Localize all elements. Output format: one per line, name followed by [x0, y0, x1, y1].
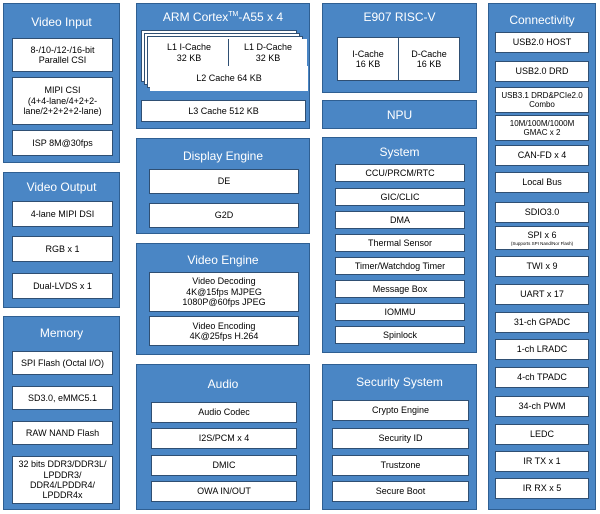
dma-block: DMA [335, 211, 465, 229]
de-block: DE [149, 169, 299, 194]
video-engine-panel: Video Engine Video Decoding 4K@15fps MJP… [136, 243, 310, 355]
dmic-block: DMIC [151, 455, 297, 476]
audio-codec-block: Audio Codec [151, 402, 297, 423]
system-title: System [379, 145, 420, 159]
ddr-block: 32 bits DDR3/DDR3L/ LPDDR3/ DDR4/LPDDR4/… [12, 456, 113, 504]
i2s-pcm-block: I2S/PCM x 4 [151, 428, 297, 449]
riscv-icache-block: I-Cache 16 KB [337, 37, 399, 81]
spi-block: SPI x 6 (Supports SPI Nand/Nor Flash) [495, 226, 589, 250]
memory-title: Memory [39, 326, 84, 340]
arm-cortex-title: ARM CortexTM-A55 x 4 [162, 10, 284, 24]
ir-rx-block: IR RX x 5 [495, 478, 589, 499]
security-panel: Security System Crypto Engine Security I… [322, 364, 477, 510]
lradc-block: 1-ch LRADC [495, 339, 589, 360]
parallel-csi-block: 8-/10-/12-/16-bit Parallel CSI [12, 38, 113, 72]
uart-block: UART x 17 [495, 284, 589, 305]
spinlock-block: Spinlock [335, 326, 465, 344]
raw-nand-block: RAW NAND Flash [12, 421, 113, 445]
gic-clic-block: GIC/CLIC [335, 188, 465, 206]
isp-block: ISP 8M@30fps [12, 130, 113, 156]
twi-block: TWI x 9 [495, 256, 589, 277]
memory-panel: Memory SPI Flash (Octal I/O) SD3.0, eMMC… [3, 316, 120, 510]
riscv-title: E907 RISC-V [363, 10, 436, 24]
thermal-sensor-block: Thermal Sensor [335, 234, 465, 252]
g2d-block: G2D [149, 203, 299, 228]
ccu-prcm-rtc-block: CCU/PRCM/RTC [335, 164, 465, 182]
mipi-csi-block: MIPI CSI (4+4-lane/4+2+2- lane/2+2+2+2-l… [12, 77, 113, 125]
riscv-panel: E907 RISC-V I-Cache 16 KB D-Cache 16 KB [322, 3, 477, 93]
secure-boot-block: Secure Boot [332, 481, 469, 502]
pwm-block: 34-ch PWM [495, 396, 589, 417]
timer-watchdog-block: Timer/Watchdog Timer [335, 257, 465, 275]
iommu-block: IOMMU [335, 303, 465, 321]
connectivity-title: Connectivity [509, 13, 575, 27]
video-output-title: Video Output [26, 180, 97, 194]
security-id-block: Security ID [332, 428, 469, 449]
dual-lvds-block: Dual-LVDS x 1 [12, 273, 113, 299]
can-fd-block: CAN-FD x 4 [495, 145, 589, 166]
video-input-title: Video Input [31, 15, 92, 29]
spi-note: (Supports SPI Nand/Nor Flash) [510, 240, 574, 246]
display-engine-panel: Display Engine DE G2D [136, 138, 310, 234]
local-bus-block: Local Bus [495, 172, 589, 193]
usb3-pcie-block: USB3.1 DRD&PCIe2.0 Combo [495, 87, 589, 113]
video-output-panel: Video Output 4-lane MIPI DSI RGB x 1 Dua… [3, 172, 120, 308]
gmac-block: 10M/100M/1000M GMAC x 2 [495, 115, 589, 141]
spi-flash-block: SPI Flash (Octal I/O) [12, 351, 113, 375]
sdio-block: SDIO3.0 [495, 202, 589, 223]
tpadc-block: 4-ch TPADC [495, 367, 589, 388]
crypto-engine-block: Crypto Engine [332, 400, 469, 421]
audio-title: Audio [207, 377, 239, 391]
video-engine-title: Video Engine [187, 253, 259, 267]
message-box-block: Message Box [335, 280, 465, 298]
gpadc-block: 31-ch GPADC [495, 312, 589, 333]
usb2-drd-block: USB2.0 DRD [495, 61, 589, 82]
mipi-dsi-block: 4-lane MIPI DSI [12, 201, 113, 227]
trustzone-block: Trustzone [332, 455, 469, 476]
ir-tx-block: IR TX x 1 [495, 451, 589, 472]
l1-icache-block: L1 I-Cache 32 KB [150, 39, 229, 67]
display-engine-title: Display Engine [182, 149, 264, 163]
arm-cortex-panel: ARM CortexTM-A55 x 4 L1 I-Cache 32 KB L1… [136, 3, 310, 129]
riscv-dcache-block: D-Cache 16 KB [398, 37, 460, 81]
l3-cache-block: L3 Cache 512 KB [141, 100, 306, 122]
connectivity-panel: Connectivity USB2.0 HOST USB2.0 DRD USB3… [488, 3, 596, 510]
security-title: Security System [356, 375, 443, 389]
usb2-host-block: USB2.0 HOST [495, 32, 589, 53]
sd-emmc-block: SD3.0, eMMC5.1 [12, 386, 113, 410]
l1-dcache-block: L1 D-Cache 32 KB [228, 39, 307, 67]
l2-cache-block: L2 Cache 64 KB [150, 66, 308, 91]
core-block: L1 I-Cache 32 KB L1 D-Cache 32 KB L2 Cac… [150, 39, 308, 91]
npu-panel: NPU [322, 100, 477, 129]
npu-title: NPU [386, 108, 413, 122]
rgb-block: RGB x 1 [12, 236, 113, 262]
ledc-block: LEDC [495, 424, 589, 445]
video-input-panel: Video Input 8-/10-/12-/16-bit Parallel C… [3, 3, 120, 163]
video-decoding-block: Video Decoding 4K@15fps MJPEG 1080P@60fp… [149, 272, 299, 312]
owa-block: OWA IN/OUT [151, 481, 297, 502]
system-panel: System CCU/PRCM/RTC GIC/CLIC DMA Thermal… [322, 137, 477, 353]
audio-panel: Audio Audio Codec I2S/PCM x 4 DMIC OWA I… [136, 364, 310, 510]
video-encoding-block: Video Encoding 4K@25fps H.264 [149, 316, 299, 346]
spi-label: SPI x 6 [527, 230, 557, 241]
